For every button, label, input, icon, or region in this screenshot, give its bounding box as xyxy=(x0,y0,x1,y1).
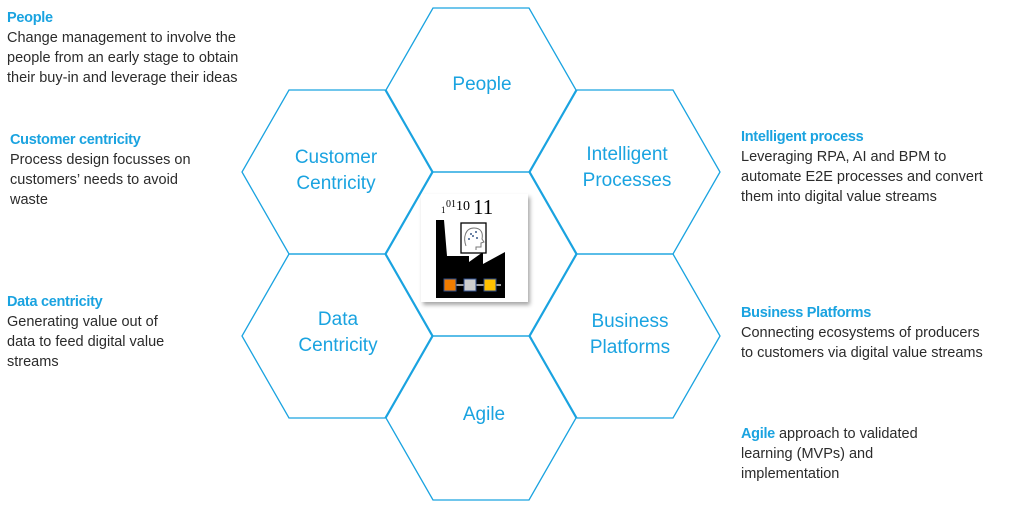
hex-customer-line2: Centricity xyxy=(296,173,376,194)
desc-agile-title: Agile xyxy=(741,426,775,442)
desc-customer-title: Customer centricity xyxy=(10,132,141,148)
svg-text:10: 10 xyxy=(456,199,470,214)
desc-business-title: Business Platforms xyxy=(741,305,871,321)
hex-people-text: People xyxy=(452,74,512,95)
desc-agile-first-rest: approach to validated xyxy=(774,426,918,442)
desc-data-line: streams xyxy=(7,354,59,370)
hex-label-intelligent-processes: Intelligent Processes xyxy=(542,142,712,194)
hex-label-people: People xyxy=(397,72,567,98)
binary-small: 1 xyxy=(441,205,446,215)
desc-people-line: people from an early stage to obtain xyxy=(7,50,239,66)
factory-digital-brain-icon: 1 01 10 11 xyxy=(421,194,528,302)
hex-data-line2: Centricity xyxy=(298,335,378,356)
hex-label-customer-centricity: Customer Centricity xyxy=(251,145,421,197)
desc-intelligent-process: Intelligent process Leveraging RPA, AI a… xyxy=(741,127,983,207)
desc-people: People Change management to involve the … xyxy=(7,8,238,88)
desc-customer-line: Process design focusses on xyxy=(10,152,191,168)
head-profile xyxy=(464,227,485,250)
hex-intelligent-line2: Processes xyxy=(582,170,672,191)
desc-data-centricity: Data centricity Generating value out of … xyxy=(7,292,164,372)
desc-business-line: Connecting ecosystems of producers xyxy=(741,325,980,341)
hex-business-line2: Platforms xyxy=(589,337,671,358)
hex-data-line1: Data xyxy=(317,309,359,330)
svg-text:11: 11 xyxy=(473,195,493,219)
hex-label-business-platforms: Business Platforms xyxy=(545,309,715,361)
hex-agile-text: Agile xyxy=(462,404,506,425)
hex-label-agile: Agile xyxy=(399,402,569,428)
desc-business-platforms: Business Platforms Connecting ecosystems… xyxy=(741,303,983,363)
desc-business-line: to customers via digital value streams xyxy=(741,345,983,361)
desc-customer-line: customers’ needs to avoid xyxy=(10,172,178,188)
hex-label-data-centricity: Data Centricity xyxy=(253,307,423,359)
desc-data-line: data to feed digital value xyxy=(7,334,165,350)
desc-people-line: Change management to involve the xyxy=(7,30,236,46)
desc-agile-first-line: Agile approach to validated xyxy=(741,424,918,444)
hex-intelligent-line1: Intelligent xyxy=(586,144,668,165)
desc-agile: Agile approach to validated learning (MV… xyxy=(741,424,918,484)
desc-people-line: their buy-in and leverage their ideas xyxy=(7,70,238,86)
desc-intelligent-title: Intelligent process xyxy=(741,129,864,145)
hex-business-line1: Business xyxy=(591,311,669,332)
hex-agile xyxy=(385,335,577,501)
svg-text:01: 01 xyxy=(446,199,456,210)
process-box-gray xyxy=(463,278,477,292)
hex-data-centricity xyxy=(241,253,433,419)
desc-intelligent-line: automate E2E processes and convert xyxy=(741,169,983,185)
hex-customer-line1: Customer xyxy=(294,147,378,168)
process-box-yellow xyxy=(483,278,497,292)
desc-agile-line: learning (MVPs) and xyxy=(741,446,874,462)
desc-intelligent-line: Leveraging RPA, AI and BPM to xyxy=(741,149,947,165)
desc-agile-line: implementation xyxy=(741,466,840,482)
process-box-orange xyxy=(443,278,457,292)
desc-people-title: People xyxy=(7,10,53,26)
desc-data-line: Generating value out of xyxy=(7,314,158,330)
hex-business-platforms xyxy=(529,253,721,419)
desc-customer-centricity: Customer centricity Process design focus… xyxy=(10,130,191,210)
desc-intelligent-line: them into digital value streams xyxy=(741,189,937,205)
desc-customer-line: waste xyxy=(10,192,48,208)
desc-data-title: Data centricity xyxy=(7,294,103,310)
